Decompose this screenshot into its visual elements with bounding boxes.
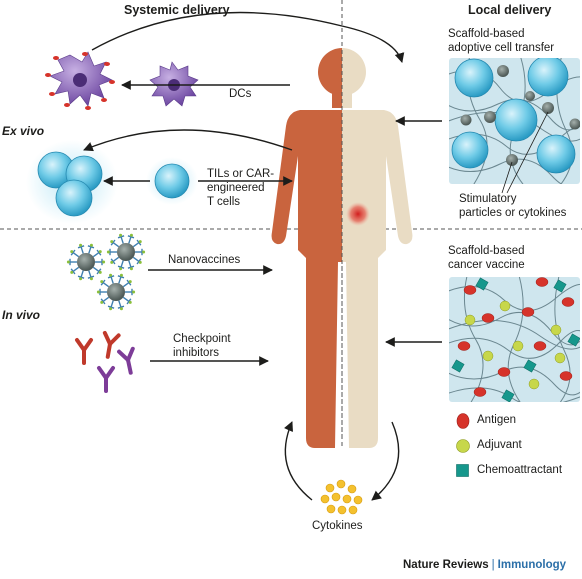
dcs-label: DCs — [229, 88, 252, 100]
adjuvant-particle — [550, 324, 562, 336]
scaffold-act-label-line-1: Scaffold-based — [448, 28, 525, 40]
tils-label-line-3: T cells — [207, 196, 241, 208]
in-vivo-label: In vivo — [2, 308, 41, 322]
dc-extraction-arrow — [91, 11, 405, 63]
credit-separator: | — [491, 559, 495, 571]
tils-label-line-2: engineered — [207, 182, 265, 194]
antigen-particle — [561, 297, 575, 307]
scaffold-act-pointer-1 — [501, 161, 513, 194]
nanovaccine-particle — [66, 243, 106, 281]
chemoattractant-particle — [475, 277, 489, 291]
adjuvant-legend-swatch — [456, 439, 470, 453]
adjuvant-particle — [512, 340, 524, 352]
chemoattractant-legend-swatch — [456, 464, 469, 477]
chemoattractant-particle — [451, 359, 465, 373]
t-cell-icon — [146, 157, 198, 205]
antigen-particle — [457, 341, 471, 351]
cytokines-label: Cytokines — [312, 520, 363, 532]
checkpoint-label-line-1: Checkpoint — [173, 333, 231, 345]
checkpoint-label-line-2: inhibitors — [173, 347, 220, 359]
adjuvant-particle — [482, 350, 494, 362]
antibody — [102, 330, 121, 359]
antigen-legend-swatch — [456, 413, 470, 429]
cytokine-particles-icon — [320, 479, 363, 515]
dendritic-cell-icon — [149, 61, 199, 107]
nanovaccine-particle — [96, 273, 136, 311]
antigen-particle — [497, 367, 511, 377]
antigen-particle — [521, 307, 535, 317]
tils-label-line-1: TILs or CAR- — [207, 168, 275, 180]
scaffold-act-pointer-2 — [506, 111, 549, 194]
scaffold-vaccine-label-line-1: Scaffold-based — [448, 245, 525, 257]
scaffold-vaccine-label-line-2: cancer vaccine — [448, 259, 525, 271]
antibody — [75, 338, 93, 365]
checkpoint-inhibitor-antibodies-icon — [75, 330, 135, 393]
adjuvant-particle — [499, 300, 511, 312]
activated-dendritic-cell-icon — [45, 51, 115, 110]
scaffold-act-label-line-2: adoptive cell transfer — [448, 42, 555, 54]
legend-chemoattractant-label: Chemoattractant — [477, 464, 563, 476]
scaffold-adoptive-cell-transfer-panel — [449, 58, 580, 184]
chemoattractant-particle — [523, 359, 537, 373]
nanovaccine-particle — [106, 233, 146, 271]
cytokine-release-arrow — [283, 421, 313, 501]
journal-credit: Nature Reviews|Immunology — [403, 559, 566, 572]
scaffold-cancer-vaccine-panel — [449, 277, 580, 402]
systemic-delivery-header: Systemic delivery — [124, 3, 230, 17]
stimulatory-label-line-1: Stimulatory — [459, 193, 517, 205]
chemoattractant-particle — [553, 279, 567, 293]
antigen-particle — [481, 313, 495, 323]
antigen-particle — [559, 371, 573, 381]
legend-adjuvant-label: Adjuvant — [477, 439, 522, 451]
adjuvant-particle — [528, 378, 540, 390]
tumor-site — [346, 202, 370, 226]
t-cell-extraction-arrow — [83, 129, 293, 152]
adjuvant-particle — [464, 314, 476, 326]
ex-vivo-label: Ex vivo — [2, 124, 45, 138]
local-delivery-header: Local delivery — [468, 3, 552, 17]
nanovaccine-particles-icon — [66, 233, 146, 311]
stimulatory-label-line-2: particles or cytokines — [459, 207, 567, 219]
human-body-figure — [271, 48, 413, 448]
legend-antigen-label: Antigen — [477, 414, 517, 426]
chemoattractant-particle — [567, 333, 580, 347]
antigen-particle — [533, 341, 547, 351]
cytokine-return-arrow — [371, 421, 400, 501]
antibody — [97, 366, 115, 393]
antigen-particle — [463, 285, 477, 295]
antigen-particle — [535, 277, 549, 287]
antigen-particle — [473, 387, 487, 397]
nanovaccines-label: Nanovaccines — [168, 254, 241, 266]
chemoattractant-particle — [501, 389, 515, 402]
antibody — [117, 346, 135, 375]
expanded-t-cell-cluster-icon — [26, 140, 118, 224]
journal-section: Immunology — [497, 559, 567, 571]
adjuvant-particle — [554, 352, 566, 364]
journal-name: Nature Reviews — [403, 559, 489, 571]
